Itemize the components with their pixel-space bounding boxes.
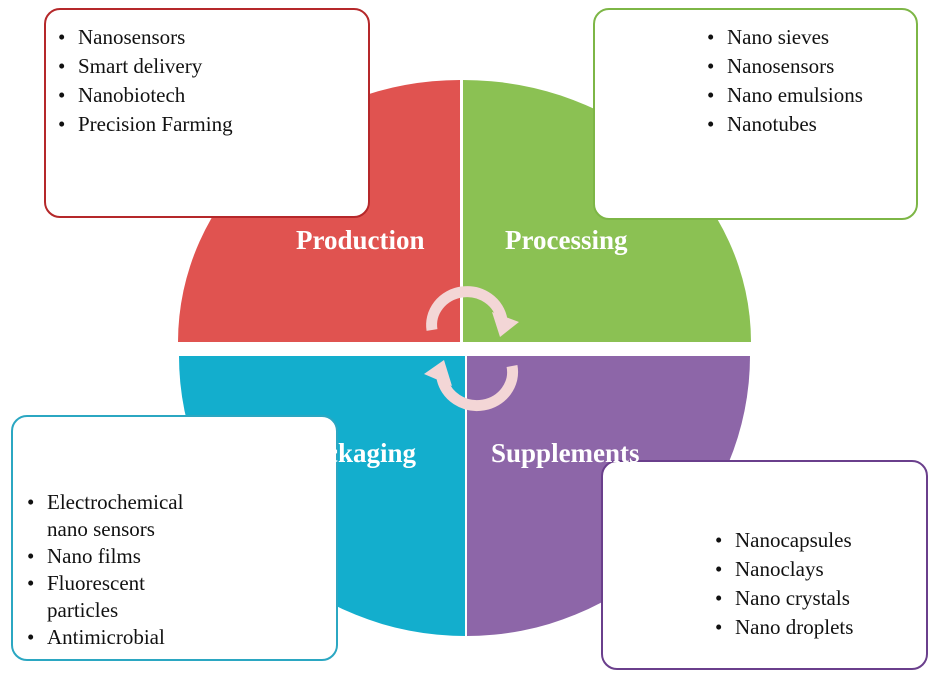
supplements-box: Nanocapsules Nanoclays Nano crystals Nan… [601, 460, 928, 670]
list-item: Nano films [27, 543, 227, 570]
processing-box: Nano sieves Nanosensors Nano emulsions N… [593, 8, 918, 220]
supplements-list: Nanocapsules Nanoclays Nano crystals Nan… [715, 526, 853, 642]
list-item: Smart delivery [58, 52, 233, 81]
packaging-list: Electrochemical nano sensors Nano films … [27, 489, 227, 651]
list-item: Nano emulsions [707, 81, 863, 110]
list-item: Nanoclays [715, 555, 853, 584]
packaging-box: Electrochemical nano sensors Nano films … [11, 415, 338, 661]
list-item: Precision Farming [58, 110, 233, 139]
list-item: Nanobiotech [58, 81, 233, 110]
production-box: Nanosensors Smart delivery Nanobiotech P… [44, 8, 370, 218]
production-label: Production [296, 225, 425, 255]
processing-label: Processing [505, 225, 628, 255]
list-item: Nanocapsules [715, 526, 853, 555]
list-item: Nano crystals [715, 584, 853, 613]
list-item: Nanosensors [707, 52, 863, 81]
list-item: Nanosensors [58, 23, 233, 52]
list-item: Nano sieves [707, 23, 863, 52]
production-list: Nanosensors Smart delivery Nanobiotech P… [58, 23, 233, 139]
list-item: Fluorescent particles [27, 570, 177, 624]
packaging-label: Packaging [296, 438, 417, 468]
cycle-arrows-icon [424, 286, 519, 412]
list-item: Nano droplets [715, 613, 853, 642]
list-item: Antimicrobial [27, 624, 227, 651]
processing-list: Nano sieves Nanosensors Nano emulsions N… [707, 23, 863, 139]
list-item: Electrochemical nano sensors [27, 489, 227, 543]
supplements-label: Supplements [491, 438, 640, 468]
list-item: Nanotubes [707, 110, 863, 139]
